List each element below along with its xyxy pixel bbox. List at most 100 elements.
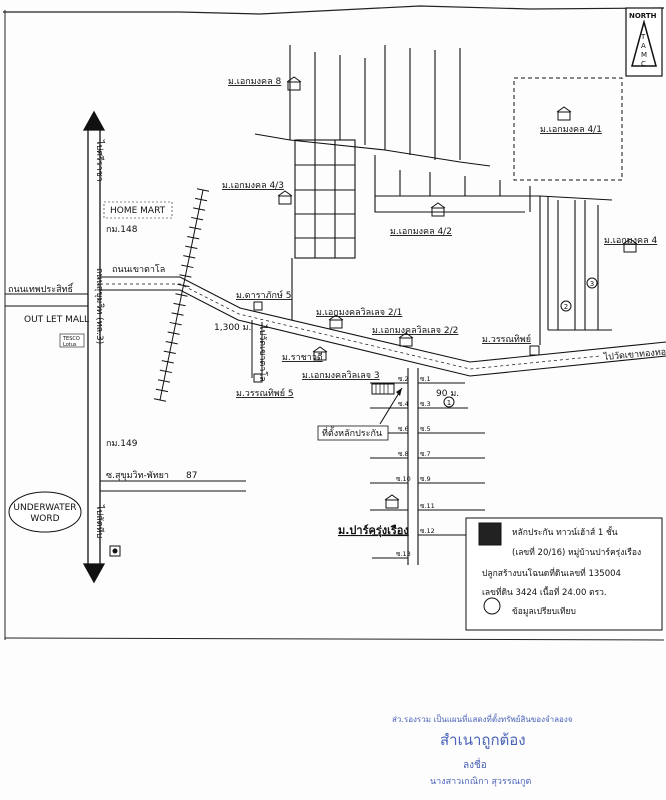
- soi-label: ซ.13: [396, 550, 411, 558]
- north-letter: A: [641, 42, 646, 50]
- legend-collateral-swatch: [478, 522, 502, 546]
- village-rachawadee: ม.ราชาวดี: [282, 352, 323, 363]
- comparable-marker-1: [443, 396, 455, 408]
- railway-tie: [173, 302, 186, 307]
- road-to-sriracha-label: ไปศรีราชา: [94, 139, 105, 182]
- railway-tie: [181, 264, 194, 269]
- village-ekmongkol4-2: ม.เอกมงคล 4/2: [390, 227, 452, 237]
- temple-icon: [253, 373, 263, 383]
- soi-sukhumvit-pattaya: [100, 480, 246, 492]
- house-icon: [286, 76, 302, 91]
- soi-sukhumvit-pattaya-label: ซ.สุขุมวิท-พัทยา: [106, 470, 169, 481]
- site-label-box: [317, 425, 389, 441]
- tesco-label: TESCO: [62, 336, 80, 342]
- railway-tie: [191, 216, 204, 221]
- distance-1300-label: 1,300 ม.: [214, 323, 251, 333]
- railway-tie: [185, 245, 198, 249]
- north-letter: T: [640, 33, 646, 41]
- railway-tie: [183, 255, 196, 259]
- railway-tie: [161, 360, 174, 364]
- comparable-marker-3: [586, 277, 598, 289]
- comparable-number-1: 1: [447, 399, 451, 407]
- soi-label: ซ.1: [420, 375, 431, 383]
- railway-tie: [179, 274, 192, 278]
- railway-tie: [194, 197, 208, 202]
- railway-tie: [155, 388, 169, 393]
- house-icon: [328, 314, 344, 329]
- home-mart-box: [103, 201, 173, 219]
- railway-tie: [196, 188, 210, 192]
- distance-90-label: 90 ม.: [436, 389, 459, 399]
- km149-label: กม.149: [106, 439, 138, 449]
- railway-tie: [163, 350, 176, 354]
- thepprasit-road-label: ถนนเทพประสิทธิ์: [8, 282, 75, 295]
- legend-line-4: เลขที่ดิน 3424 เนื้อที่ 24.00 ตรว.: [482, 586, 607, 598]
- collateral-building-strip: [371, 383, 395, 395]
- north-label: NORTH: [629, 12, 657, 20]
- ekmongkol4-streets: [539, 195, 613, 345]
- map-border: [3, 5, 665, 641]
- railway-tie: [192, 207, 206, 211]
- legend: หลักประกัน ทาวน์เฮ้าส์ 1 ชั้น (เลขที่ 20…: [465, 517, 663, 631]
- house-icon: [398, 332, 414, 347]
- tesco-logo: [59, 333, 85, 348]
- village-ekmongkol4-1: ม.เอกมงคล 4/1: [540, 125, 602, 135]
- home-mart-label: HOME MART: [110, 206, 166, 216]
- railway-tie: [177, 283, 190, 288]
- thepprasit-road: [5, 293, 88, 307]
- railway-tie: [167, 331, 180, 335]
- village-ekmongkol-village-3: ม.เอกมงคลวิลเลจ 3: [302, 370, 380, 381]
- ekmongkol4-3-grid: [291, 139, 356, 320]
- house-icon: [312, 346, 328, 361]
- north-arrow: NORTH T A M C: [625, 7, 663, 77]
- temple-icon: [529, 345, 540, 356]
- road-to-sattahip-label: ไปสัตหีบ: [94, 504, 105, 539]
- legend-line-3: ปลูกสร้างบนโฉนดที่ดินเลขที่ 135004: [482, 567, 621, 579]
- to-wat-khao-talo-label: ไปวัดเขาตาโล: [257, 324, 268, 382]
- village-ekmongkol-village-2-2: ม.เอกมงคลวิลเลจ 2/2: [372, 325, 458, 336]
- stamp-line-1: ส่ว.รองรวม เป็นแผนที่แสดงที่ตั้งทรัพย์สิ…: [392, 713, 573, 724]
- north-letter: M: [641, 51, 647, 59]
- village-wannathip5: ม.วรรณทิพย์ 5: [236, 387, 294, 399]
- soi-label: ซ.9: [420, 475, 431, 483]
- soi-label: ซ.6: [398, 425, 409, 433]
- village-daraphak5: ม.ดาราภักษ์ 5: [236, 289, 291, 301]
- outlet-mall-label: OUT LET MALL: [24, 315, 89, 325]
- railway-tie: [165, 341, 178, 345]
- house-icon: [430, 202, 446, 217]
- railway-tie: [159, 369, 172, 374]
- certification-stamp: ส่ว.รองรวม เป็นแผนที่แสดงที่ตั้งทรัพย์สิ…: [392, 713, 573, 787]
- legend-line-2: (เลขที่ 20/16) หมู่บ้านปาร์ครุ่งเรือง: [512, 546, 641, 558]
- house-icon: [622, 238, 638, 253]
- railway-tie: [157, 379, 171, 383]
- legend-line-1: หลักประกัน ทาวน์เฮ้าส์ 1 ชั้น: [512, 526, 618, 538]
- railway-tie: [189, 226, 202, 230]
- soi-label: ซ.10: [396, 475, 411, 483]
- village-park-rung-rueang: ม.ปาร์ครุ่งเรือง: [338, 524, 409, 538]
- khao-talo-road-label: ถนนเขาตาโล: [112, 264, 165, 275]
- underwater-world-ellipse: [8, 491, 82, 533]
- comparable-number-3: 3: [590, 280, 594, 288]
- village-wannathip: ม.วรรณทิพย์: [482, 333, 531, 345]
- temple-icon: [253, 301, 263, 311]
- sukhumvit-road-label: ถนนสุขุมวิท (ทล.3): [94, 268, 105, 344]
- soi-label: ซ.4: [398, 400, 409, 408]
- house-icon: [384, 494, 400, 509]
- comparable-marker-2: [560, 300, 572, 312]
- comparable-number-2: 2: [564, 303, 568, 311]
- soi-label: ซ.5: [420, 425, 431, 433]
- soi-87-label: 87: [186, 471, 197, 481]
- railway-tie: [187, 236, 200, 240]
- railway: [153, 188, 210, 402]
- soi-khao-talo: [251, 320, 263, 378]
- soi-label: ซ.11: [420, 502, 435, 510]
- underwater-label-1: UNDERWATER: [13, 503, 76, 513]
- railway-tie: [153, 398, 167, 402]
- village-ekmongkol8: ม.เอกมงคล 8: [228, 77, 281, 87]
- park-rung-rueang-grid: [370, 368, 485, 565]
- soi-label: ซ.2: [398, 375, 409, 383]
- north-letter: C: [641, 60, 646, 68]
- ekmongkol8-grid: [254, 45, 491, 167]
